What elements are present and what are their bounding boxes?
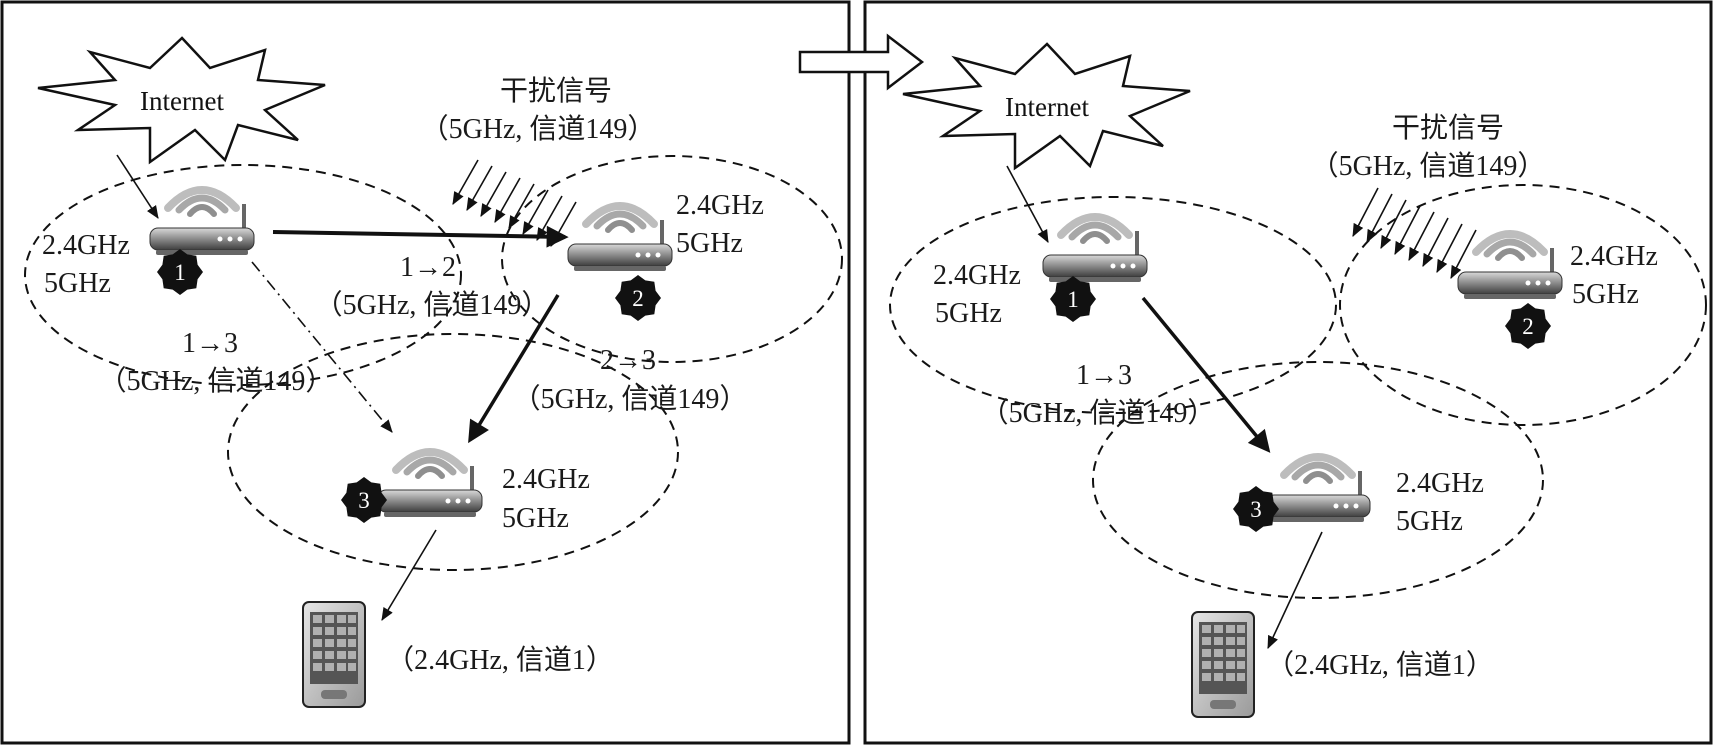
- router-3-number-right: 3: [1250, 497, 1262, 522]
- link-1-to-3-label: 1→3: [182, 328, 238, 359]
- interference-title: 干扰信号: [500, 75, 612, 107]
- link-2-to-3-channel: （5GHz, 信道149）: [513, 383, 748, 415]
- router-3-icon: [378, 452, 482, 517]
- router-3-to-phone-arrow-right: [1267, 531, 1323, 649]
- transition-arrow-icon: [798, 33, 925, 91]
- router-3-number: 3: [358, 488, 370, 513]
- router-2: 2: [568, 206, 672, 321]
- router-1-band-b: 5GHz: [44, 268, 111, 299]
- router-1: 1: [150, 190, 254, 295]
- router-3-band-a: 2.4GHz: [502, 464, 590, 495]
- right-diagram: Internet 干扰信号 （5GHz, 信道149） 1 2.4GHz 5GH…: [889, 42, 1707, 718]
- client-phone-icon-right: [1191, 611, 1255, 718]
- coverage-ellipse-router-3: [227, 333, 679, 571]
- coverage-ellipse-router-1-right: [889, 196, 1337, 414]
- client-channel-label-right: （2.4GHz, 信道1）: [1266, 649, 1494, 681]
- router-2-band-a: 2.4GHz: [676, 190, 764, 221]
- router-1-band-b-right: 5GHz: [935, 298, 1002, 329]
- router-3-band-b: 5GHz: [502, 503, 569, 534]
- router-3-band-b-right: 5GHz: [1396, 506, 1463, 537]
- coverage-ellipse-router-2: [501, 155, 843, 363]
- client-channel-label: （2.4GHz, 信道1）: [386, 644, 614, 676]
- link-1-to-3-label-right: 1→3: [1076, 360, 1132, 391]
- router-1-right: 1: [1043, 217, 1147, 322]
- interference-title-right: 干扰信号: [1392, 112, 1504, 144]
- router-2-icon: [568, 206, 672, 271]
- router-1-number-right: 1: [1067, 287, 1079, 312]
- coverage-ellipse-router-3-right: [1092, 361, 1544, 599]
- link-1-to-2-label: 1→2: [400, 252, 456, 283]
- internet-to-router-1-arrow-right: [1006, 165, 1049, 243]
- right-panel-frame: [863, 0, 1713, 745]
- router-1-number: 1: [174, 260, 186, 285]
- router-3: 3: [341, 452, 482, 523]
- interference-signal-arrows: [452, 159, 577, 247]
- router-2-number-right: 2: [1522, 314, 1534, 339]
- router-3-to-phone-arrow: [381, 529, 437, 621]
- router-1-icon: [150, 190, 254, 255]
- link-1-to-3-channel: （5GHz, 信道149）: [99, 365, 334, 397]
- router-2-band-a-right: 2.4GHz: [1570, 241, 1658, 272]
- coverage-ellipse-router-2-right: [1339, 184, 1707, 426]
- link-1-to-3-channel-right: （5GHz, 信道149）: [981, 397, 1216, 429]
- router-2-number: 2: [632, 286, 644, 311]
- left-diagram: Internet 干扰信号 （5GHz, 信道149）: [24, 36, 843, 708]
- left-panel-frame: [0, 0, 851, 745]
- client-phone-icon: [302, 601, 366, 708]
- router-2-right: 2: [1458, 234, 1562, 349]
- interference-channel: （5GHz, 信道149）: [421, 113, 656, 145]
- router-3-band-a-right: 2.4GHz: [1396, 468, 1484, 499]
- internet-label-right: Internet: [1005, 92, 1089, 122]
- interference-signal-arrows-right: [1352, 187, 1477, 279]
- internet-to-router-1-arrow: [116, 154, 159, 219]
- link-1-to-3-arrow: [251, 261, 393, 433]
- router-1-band-a-right: 2.4GHz: [933, 260, 1021, 291]
- router-3-right: 3: [1233, 457, 1370, 532]
- link-1-to-2-arrow: [272, 225, 569, 248]
- internet-label: Internet: [140, 86, 224, 116]
- link-2-to-3-arrow: [468, 294, 560, 444]
- router-2-band-b-right: 5GHz: [1572, 279, 1639, 310]
- internet-cloud-icon: [37, 36, 326, 165]
- coverage-ellipse-router-1: [24, 164, 462, 386]
- router-3-icon-right: [1266, 457, 1370, 522]
- internet-cloud-icon-right: [902, 42, 1191, 171]
- router-2-band-b: 5GHz: [676, 228, 743, 259]
- link-1-to-3-arrow-right: [1141, 296, 1271, 453]
- link-2-to-3-label: 2→3: [600, 345, 656, 376]
- link-1-to-2-channel: （5GHz, 信道149）: [315, 289, 550, 321]
- interference-channel-right: （5GHz, 信道149）: [1311, 150, 1546, 182]
- router-1-band-a: 2.4GHz: [42, 230, 130, 261]
- router-1-icon-right: [1043, 217, 1147, 282]
- router-2-icon-right: [1458, 234, 1562, 299]
